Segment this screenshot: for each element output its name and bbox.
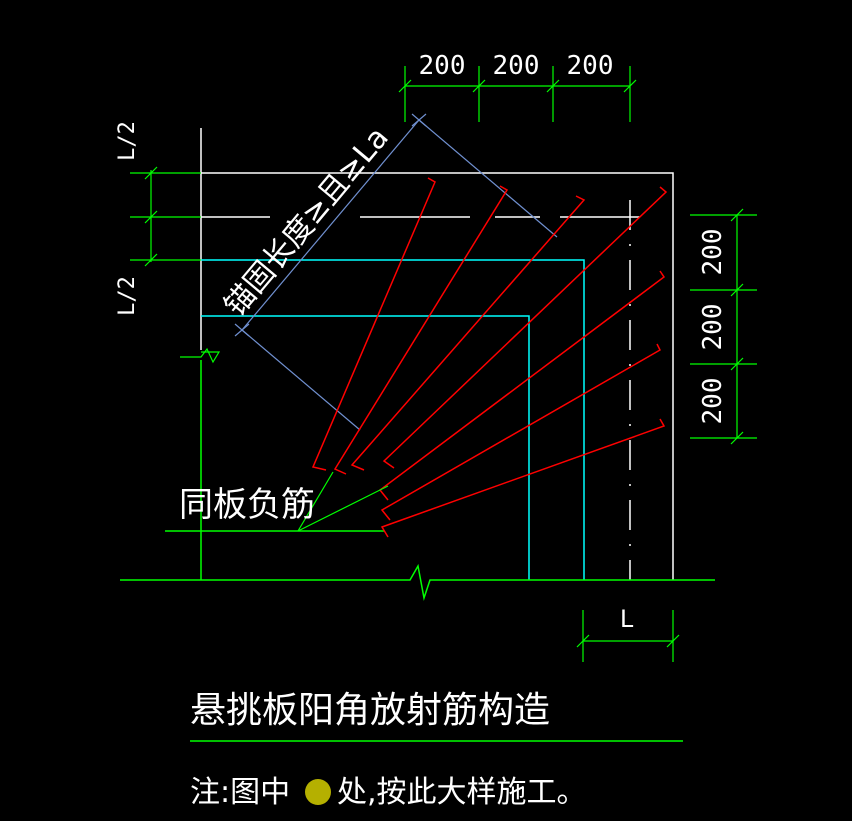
radial-bar-5 [378, 270, 666, 501]
note-suffix: 处,按此大样施工。 [337, 775, 587, 810]
radial-bar-7 [380, 418, 666, 538]
top-dim-1: 200 [419, 51, 466, 81]
right-dim-1: 200 [698, 229, 728, 276]
radial-bar-4 [382, 186, 668, 469]
right-dim-2: 200 [698, 304, 728, 351]
radial-bar-3 [350, 195, 586, 471]
label-leaders [297, 471, 389, 532]
left-dim-upper: L/2 [115, 121, 140, 161]
top-dim-2: 200 [493, 51, 540, 81]
bottom-dim-text: L [620, 605, 634, 633]
right-dimensions [690, 208, 757, 445]
slab-outline [200, 128, 674, 580]
right-dim-3: 200 [698, 378, 728, 425]
note-prefix: 注:图中 [190, 775, 290, 810]
left-dim-lower: L/2 [115, 276, 140, 316]
left-dimensions [130, 166, 201, 267]
same-as-slab-label: 同板负筋 [179, 485, 315, 525]
marker-dot-icon [305, 779, 331, 805]
right-dimension-texts: 200 200 200 [698, 229, 728, 425]
base-lines [120, 347, 715, 601]
radial-bar-2 [333, 185, 509, 475]
radial-bar-6 [380, 343, 661, 521]
drawing-title: 悬挑板阳角放射筋构造 [190, 690, 550, 731]
anchor-dimension [234, 113, 558, 431]
beam-lines [201, 259, 585, 580]
top-dimension-texts: 200 200 200 [419, 51, 614, 81]
radial-bars [311, 177, 668, 538]
radial-bar-1 [311, 177, 436, 471]
anchor-length-label: 锚固长度≥且≥La [218, 120, 396, 323]
left-dimension-texts: L/2 L/2 [115, 121, 140, 316]
bottom-dimension [576, 610, 680, 662]
top-dim-3: 200 [567, 51, 614, 81]
top-dimensions [398, 66, 637, 122]
